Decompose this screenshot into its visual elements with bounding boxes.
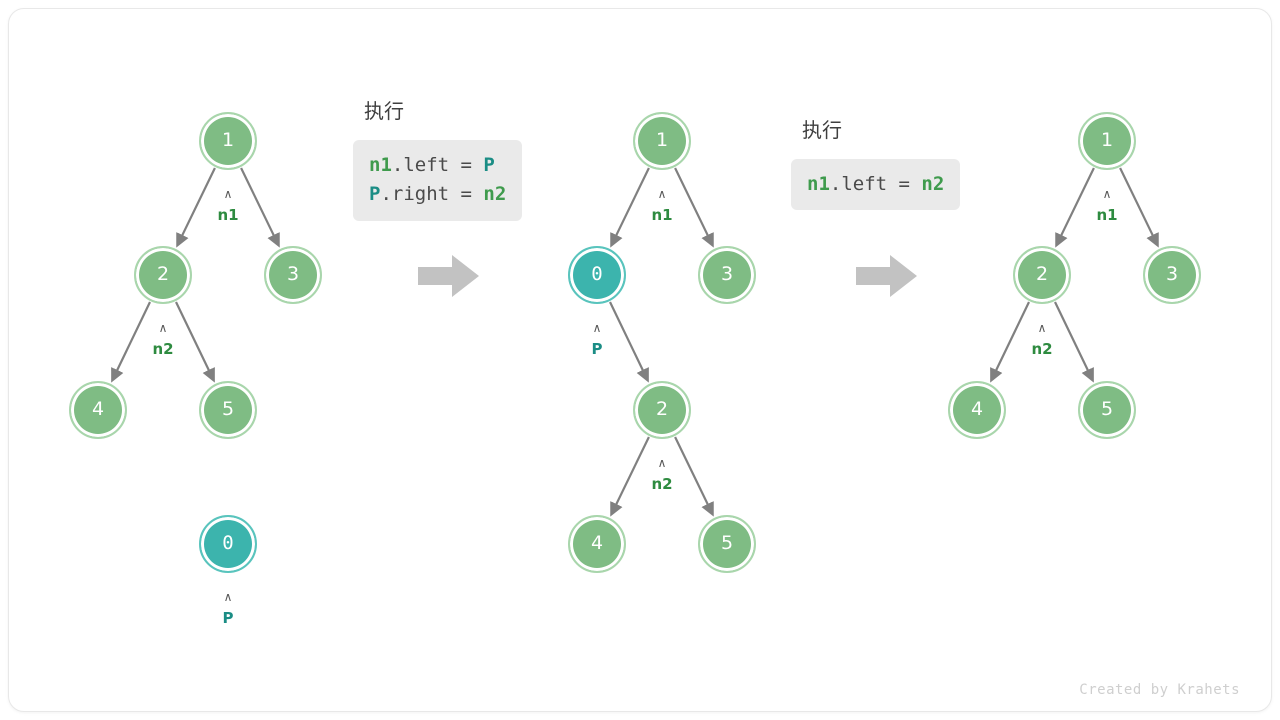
pointer-name: P	[222, 609, 234, 627]
tree-node-value: 1	[221, 128, 235, 151]
tree-node-value: 2	[1035, 262, 1049, 285]
tree-node-4[interactable]: 4	[69, 381, 127, 439]
code-identifier: n1	[369, 154, 392, 176]
tree-edge	[1054, 301, 1094, 383]
tree-node-0[interactable]: 0	[199, 515, 257, 573]
tree-node-value: 0	[591, 262, 603, 285]
tree-node-5[interactable]: 5	[1078, 381, 1136, 439]
pointer-label-n2: ∧ n2	[133, 322, 193, 357]
tree-edge	[990, 301, 1030, 383]
caret-icon: ∧	[223, 187, 233, 201]
tree-node-value: 2	[655, 397, 669, 420]
code-identifier: P	[483, 154, 495, 176]
tree-node-value: 2	[156, 262, 170, 285]
pointer-name: P	[591, 340, 603, 358]
tree-node-value: 1	[655, 128, 669, 151]
tree-node-2[interactable]: 2	[633, 381, 691, 439]
pointer-name: n2	[1031, 340, 1053, 358]
caret-icon: ∧	[657, 187, 667, 201]
tree-edge	[609, 301, 649, 383]
pointer-label-P: ∧P	[198, 591, 258, 626]
tree-edge	[674, 167, 714, 248]
pointer-name: n1	[217, 206, 239, 224]
caret-icon: ∧	[158, 321, 168, 335]
tree-edge	[111, 301, 151, 383]
tree-node-1[interactable]: 1	[199, 112, 257, 170]
tree-edge	[1119, 167, 1159, 248]
tree-edge	[1055, 167, 1095, 248]
tree-node-4[interactable]: 4	[948, 381, 1006, 439]
tree-node-value: 5	[1100, 397, 1114, 420]
code-identifier: P	[369, 183, 381, 206]
tree-node-3[interactable]: 3	[264, 246, 322, 304]
tree-node-5[interactable]: 5	[199, 381, 257, 439]
tree-edge	[175, 301, 215, 383]
pointer-label-P: ∧P	[567, 322, 627, 357]
tree-node-2[interactable]: 2	[134, 246, 192, 304]
tree-node-3[interactable]: 3	[698, 246, 756, 304]
transition-arrow	[856, 254, 918, 303]
tree-edge	[240, 167, 280, 248]
step-2-code-block: n1.left = P P.right = n2	[353, 140, 523, 221]
pointer-name: n2	[152, 340, 174, 358]
tree-node-value: 4	[91, 397, 105, 420]
pointer-label-n2: ∧ n2	[1012, 322, 1072, 357]
code-identifier: n1	[807, 173, 830, 195]
tree-node-value: 5	[720, 531, 734, 554]
step-3-code-block: n1.left = n2	[791, 159, 961, 211]
tree-node-value: 0	[222, 531, 234, 554]
tree-edge	[610, 167, 650, 248]
step-2-title: 执行	[364, 99, 404, 123]
pointer-name: n2	[651, 475, 673, 493]
caret-icon: ∧	[592, 321, 602, 335]
code-identifier: n2	[483, 183, 507, 206]
tree-node-value: 4	[970, 397, 984, 420]
caret-icon: ∧	[1102, 187, 1112, 201]
pointer-label-n1: ∧ n1	[198, 188, 258, 223]
tree-node-4[interactable]: 4	[568, 515, 626, 573]
tree-node-value: 1	[1100, 128, 1114, 151]
tree-node-0[interactable]: 0	[568, 246, 626, 304]
tree-node-value: 4	[590, 531, 604, 554]
caret-icon: ∧	[657, 456, 667, 470]
step-3-title: 执行	[802, 118, 842, 142]
pointer-name: n1	[651, 206, 673, 224]
pointer-label-n2: ∧ n2	[632, 457, 692, 492]
tree-node-3[interactable]: 3	[1143, 246, 1201, 304]
caret-icon: ∧	[223, 590, 233, 604]
caret-icon: ∧	[1037, 321, 1047, 335]
tree-node-2[interactable]: 2	[1013, 246, 1071, 304]
pointer-name: n1	[1096, 206, 1118, 224]
tree-node-1[interactable]: 1	[633, 112, 691, 170]
tree-edge	[610, 436, 650, 517]
code-identifier: n2	[921, 173, 945, 195]
tree-edge	[674, 436, 714, 517]
tree-node-1[interactable]: 1	[1078, 112, 1136, 170]
tree-edge	[176, 167, 216, 248]
tree-node-value: 3	[1165, 262, 1179, 285]
pointer-label-n1: ∧ n1	[1077, 188, 1137, 223]
tree-node-value: 5	[221, 397, 235, 420]
tree-node-value: 3	[286, 262, 300, 285]
footer-credit: Created by Krahets	[1079, 682, 1240, 698]
pointer-label-n1: ∧ n1	[632, 188, 692, 223]
transition-arrow	[418, 254, 480, 303]
tree-node-5[interactable]: 5	[698, 515, 756, 573]
edges-group	[111, 167, 1159, 517]
tree-node-value: 3	[720, 262, 734, 285]
